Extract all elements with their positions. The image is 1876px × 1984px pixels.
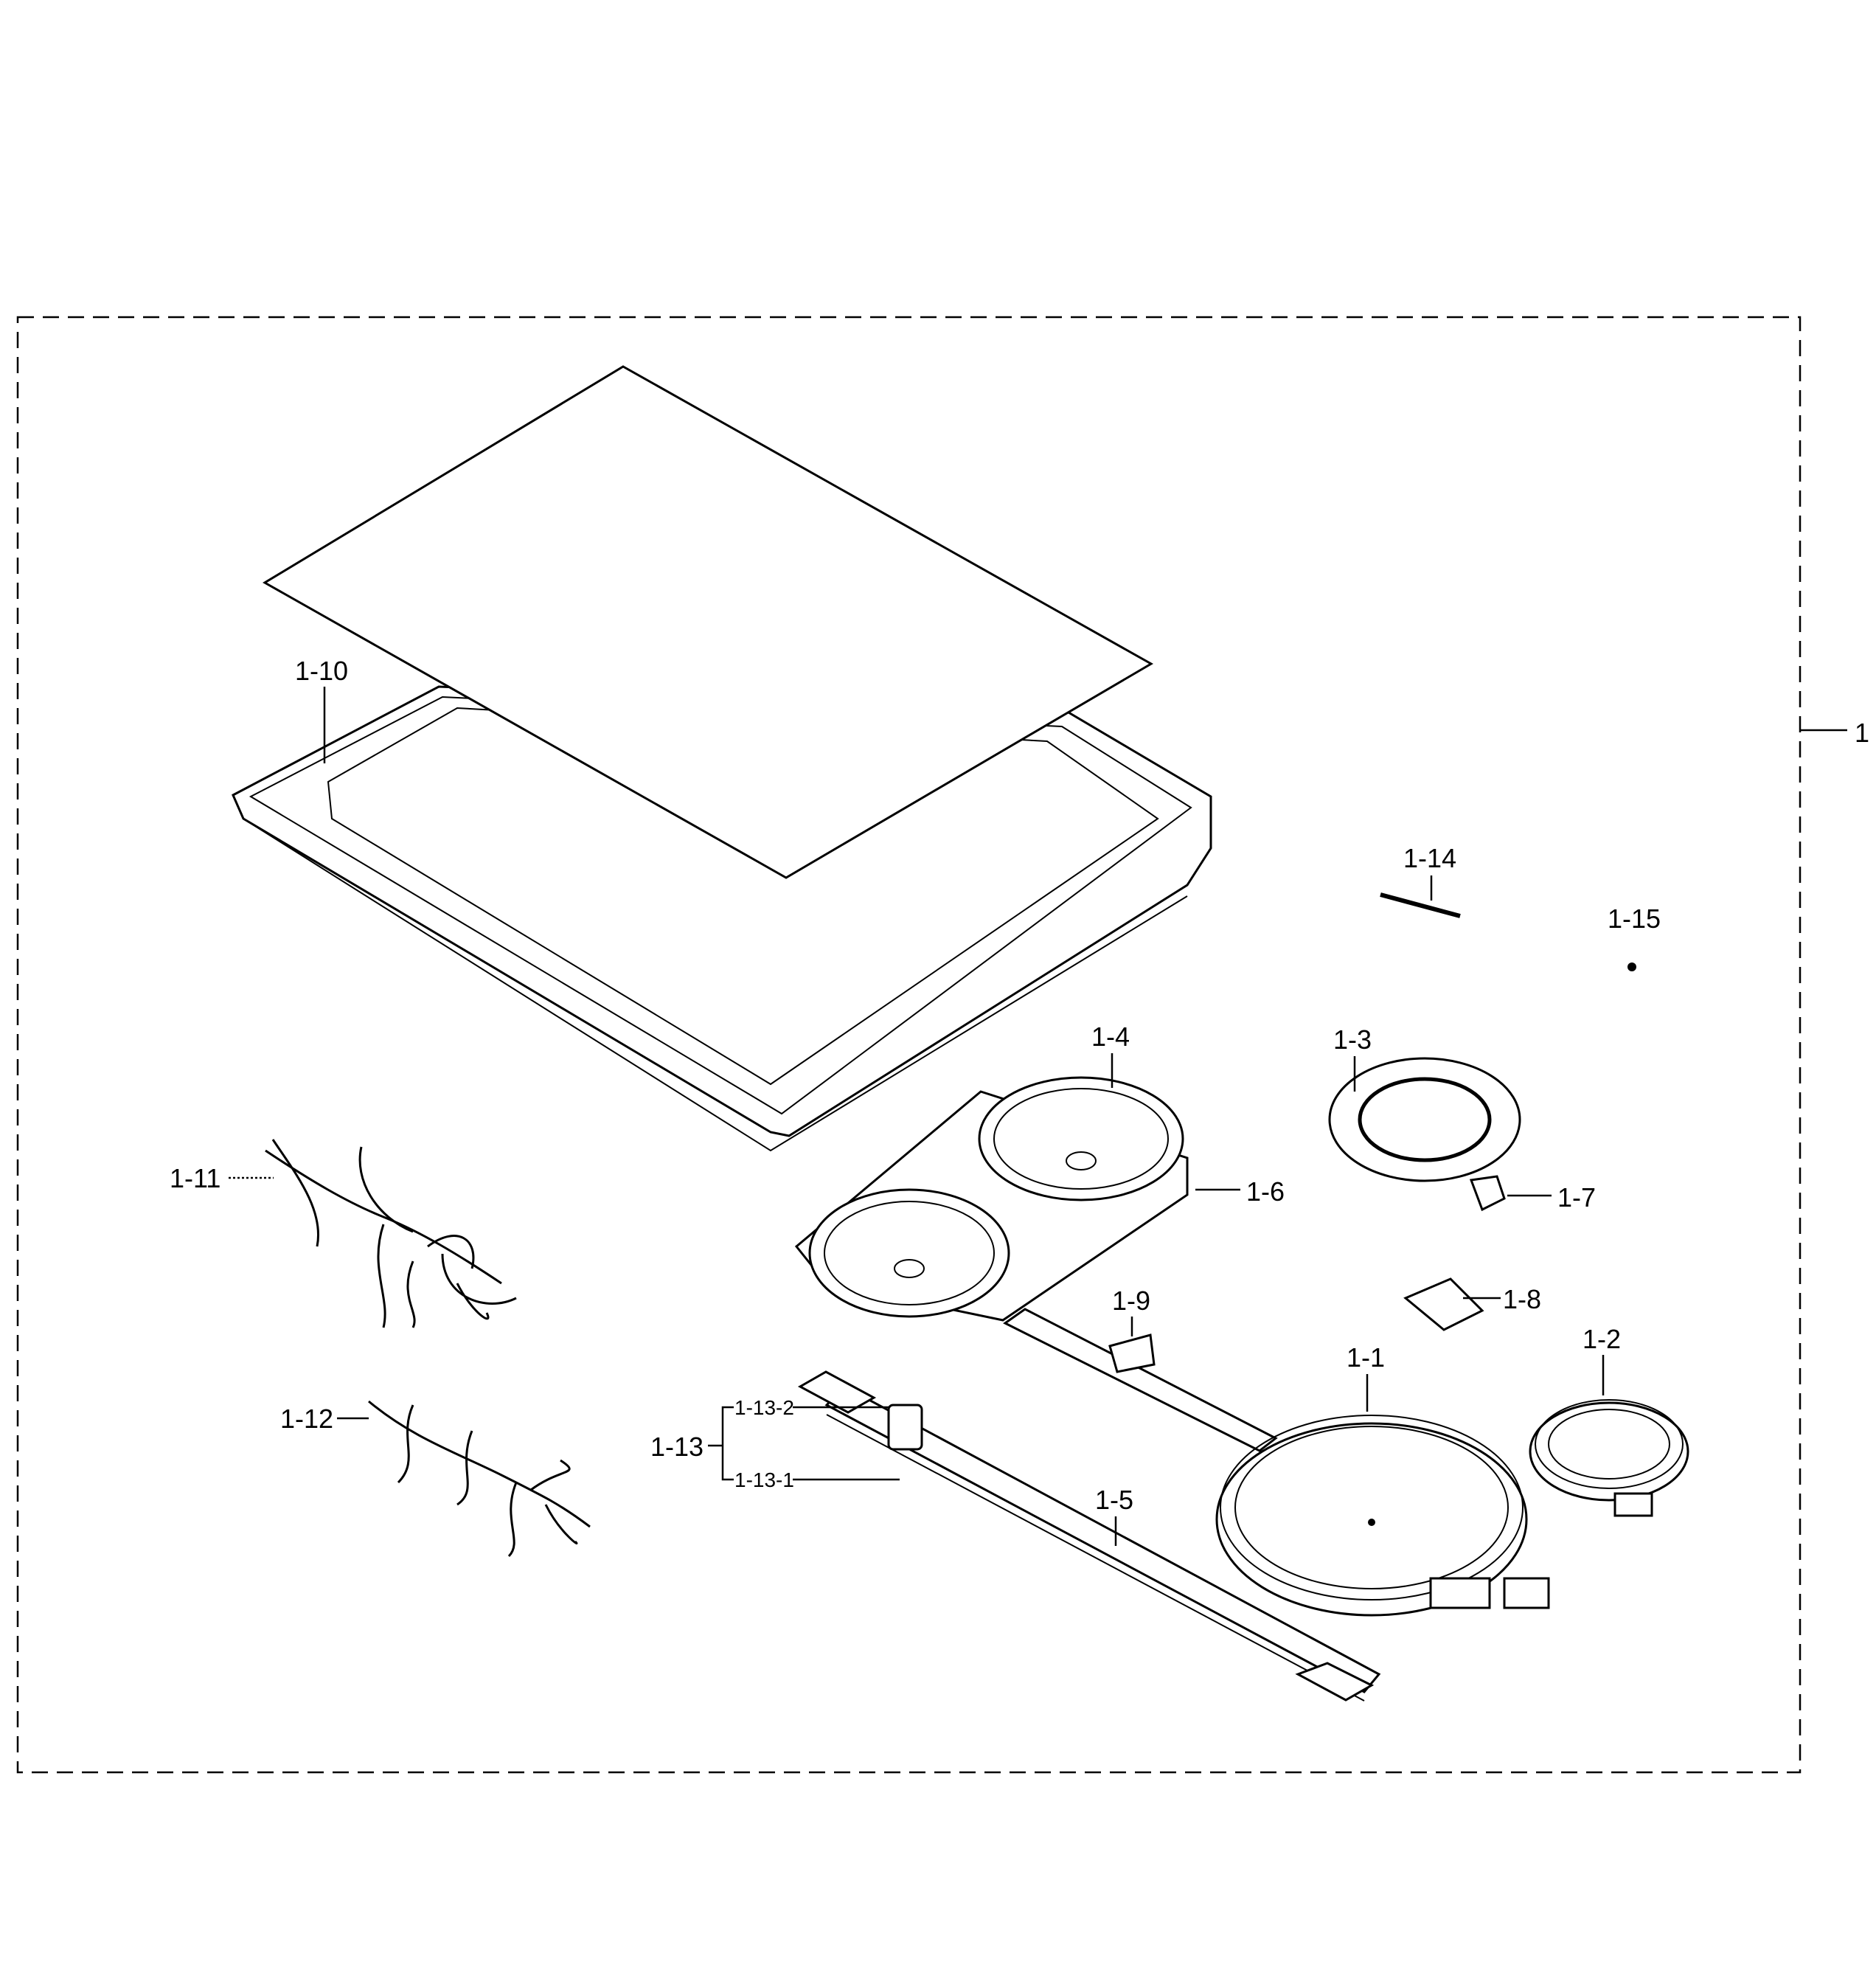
label-1-7: 1-7 bbox=[1557, 1182, 1596, 1213]
label-1-8: 1-8 bbox=[1503, 1284, 1541, 1314]
part-ring-1-1[interactable] bbox=[1215, 1415, 1550, 1617]
label-1-3: 1-3 bbox=[1333, 1024, 1372, 1055]
part-plate-1-8[interactable] bbox=[1403, 1277, 1484, 1331]
label-1-2: 1-2 bbox=[1583, 1324, 1621, 1354]
part-wire-harness-1-11[interactable] bbox=[265, 1139, 517, 1328]
part-rod-1-14[interactable] bbox=[1380, 892, 1461, 918]
label-1-4: 1-4 bbox=[1091, 1022, 1130, 1052]
label-1-13-2: 1-13-2 bbox=[734, 1396, 794, 1419]
part-plate-1-13[interactable] bbox=[887, 1404, 923, 1451]
part-wire-harness-1-12[interactable] bbox=[368, 1400, 591, 1558]
assembly-label: 1 bbox=[1855, 718, 1869, 748]
label-1-11: 1-11 bbox=[170, 1163, 220, 1193]
part-strip-1-5[interactable] bbox=[797, 1370, 1381, 1702]
assembly-boundary bbox=[16, 316, 1802, 1774]
label-1-13: 1-13 bbox=[650, 1432, 704, 1462]
label-1-9: 1-9 bbox=[1112, 1286, 1150, 1316]
part-screw-1-15[interactable] bbox=[1627, 962, 1636, 971]
part-ring-1-2[interactable] bbox=[1529, 1399, 1689, 1517]
part-strip-1-9[interactable] bbox=[1003, 1308, 1278, 1452]
label-1-12: 1-12 bbox=[280, 1404, 333, 1434]
label-1-10: 1-10 bbox=[295, 656, 348, 686]
label-1-1: 1-1 bbox=[1347, 1342, 1385, 1373]
part-ring-1-4[interactable] bbox=[978, 1076, 1184, 1201]
bracket-1-13 bbox=[721, 1406, 734, 1481]
label-1-5: 1-5 bbox=[1095, 1485, 1133, 1515]
label-1-6: 1-6 bbox=[1246, 1176, 1285, 1207]
label-1-13-1: 1-13-1 bbox=[734, 1468, 794, 1491]
part-ring-left[interactable] bbox=[808, 1188, 1010, 1318]
part-frame-1-10[interactable] bbox=[232, 685, 1212, 1152]
label-1-15: 1-15 bbox=[1608, 903, 1661, 934]
part-clip-1-7[interactable] bbox=[1469, 1175, 1506, 1212]
part-glass-top[interactable] bbox=[263, 365, 1154, 879]
label-1-14: 1-14 bbox=[1403, 843, 1456, 873]
part-tab-1-9[interactable] bbox=[1108, 1333, 1156, 1373]
part-trim-ring-1-3[interactable] bbox=[1328, 1057, 1521, 1182]
